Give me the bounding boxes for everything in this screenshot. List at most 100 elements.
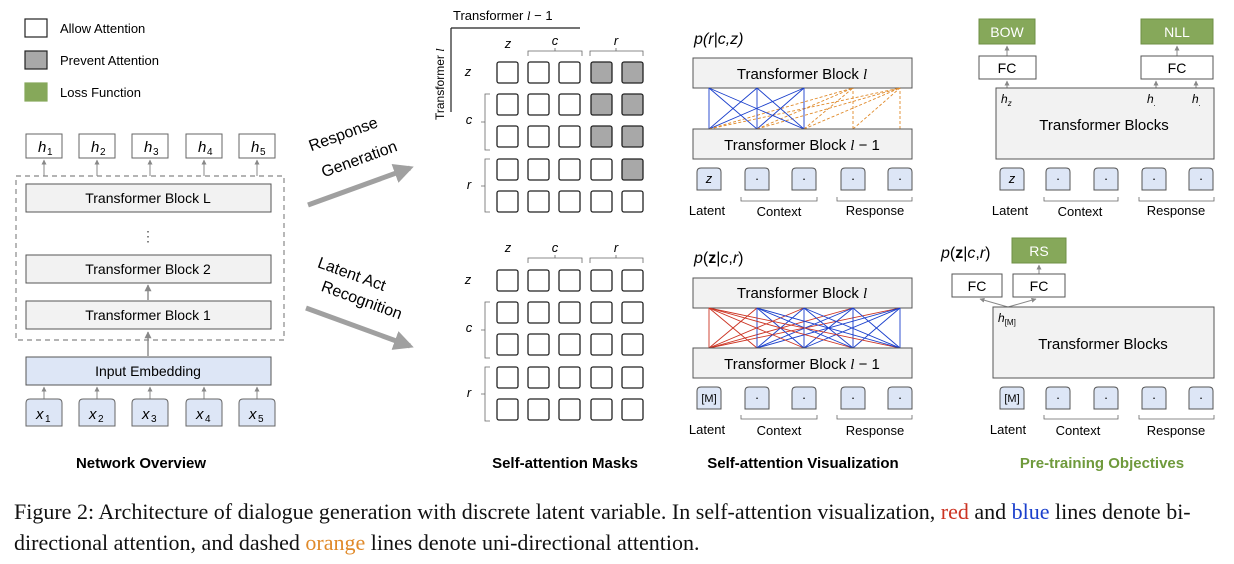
mask-cell-allow [621, 269, 644, 292]
mask-cell-allow [590, 269, 613, 292]
token-label: · [1199, 390, 1203, 405]
attention-line [708, 307, 901, 349]
vis-top-latent-label: Latent [689, 203, 726, 218]
attention-line [708, 307, 805, 349]
mask-cell-allow [558, 269, 581, 292]
mask-cell-allow [558, 125, 581, 148]
token-box [696, 167, 722, 191]
fc-nll [1140, 55, 1214, 80]
self-attention-masks: Transformer l − 1 Transformer l z c r z … [433, 8, 644, 472]
mask-cell-allow [527, 269, 550, 292]
mask-top-grid [496, 61, 644, 213]
legend-allow-label: Allow Attention [60, 21, 145, 36]
fc-rs-label: FC [1030, 278, 1049, 294]
caption-part-3: lines denote bi-directional attention, a… [14, 499, 1191, 555]
pretrain-top-tokens: z···· [999, 167, 1214, 191]
attention-line [756, 307, 901, 349]
transformer-block-L [25, 183, 272, 213]
token-label: · [1152, 171, 1156, 186]
attention-line [708, 87, 805, 130]
token-label: z [1008, 171, 1016, 186]
latent-act-recognition-arrow [305, 305, 414, 350]
attention-line [708, 87, 758, 130]
token-box [887, 386, 913, 410]
hz-label: hz [1001, 92, 1012, 108]
vis-top-block-l1 [692, 128, 913, 160]
mask-cell-allow [527, 366, 550, 389]
mask-top-col-c: c [552, 33, 559, 48]
mask-cell-allow [558, 190, 581, 213]
fc-latent-label: FC [968, 278, 987, 294]
attention-line [852, 87, 901, 130]
token-label: [M] [1004, 393, 1019, 405]
mask-cell-allow [527, 333, 550, 356]
token-label: · [1056, 171, 1060, 186]
mask-top-col-r: r [614, 33, 619, 48]
token-label: · [851, 171, 855, 186]
ellipsis: ⋮ [141, 228, 155, 244]
attention-line [756, 87, 854, 130]
mask-cell-prevent [621, 158, 644, 181]
svg-text:h: h [38, 139, 46, 156]
mask-cell-allow [590, 366, 613, 389]
mask-cell-allow [621, 366, 644, 389]
fc-nll-label: FC [1168, 60, 1187, 76]
svg-text:5: 5 [260, 147, 266, 158]
attention-line [803, 307, 901, 349]
mask-cell-allow [496, 333, 519, 356]
mask-cell-allow [558, 398, 581, 421]
token-label: · [802, 171, 806, 186]
mask-cell-allow [590, 333, 613, 356]
legend: Allow Attention Prevent Attention Loss F… [24, 18, 159, 102]
token-label: · [1152, 390, 1156, 405]
svg-text:x: x [35, 406, 44, 423]
token-box [1045, 386, 1071, 410]
mask-cell-allow [527, 190, 550, 213]
token-box [840, 386, 866, 410]
figure-caption: Figure 2: Architecture of dialogue gener… [14, 496, 1226, 558]
loss-function-swatch [24, 82, 48, 102]
pretrain-bottom-blocks-label: Transformer Blocks [1038, 336, 1167, 353]
transformer-block-1-label: Transformer Block 1 [85, 307, 211, 323]
token-label: · [1056, 390, 1060, 405]
mask-cell-allow [496, 398, 519, 421]
svg-text:3: 3 [153, 147, 159, 158]
mask-cell-prevent [621, 61, 644, 84]
svg-text:h: h [251, 139, 259, 156]
attention-line [756, 87, 805, 130]
caption-part-4: lines denote uni-directional attention. [365, 530, 700, 555]
mask-bottom-col-c: c [552, 240, 559, 255]
mask-cell-allow [496, 301, 519, 324]
svg-text:5: 5 [258, 414, 264, 425]
mask-cell-prevent [590, 93, 613, 116]
svg-text:4: 4 [205, 414, 211, 425]
svg-text:1: 1 [45, 414, 51, 425]
svg-text:1: 1 [47, 147, 53, 158]
vis-top-attention-lines [708, 87, 901, 130]
vis-top-block-l1-label: Transformer Block l − 1 [724, 137, 880, 154]
vis-top-block-l [692, 57, 913, 89]
svg-text:x: x [88, 406, 97, 423]
masks-title: Self-attention Masks [492, 455, 638, 472]
mask-cell-allow [527, 61, 550, 84]
pretrain-bottom-tokens: [M]···· [999, 386, 1214, 410]
vis-top-formula: p(r|c,z) [693, 31, 743, 48]
pretrain-bottom-blocks [992, 306, 1215, 379]
mask-cell-allow [496, 93, 519, 116]
pre-top-context-label: Context [1058, 204, 1103, 219]
svg-text:2: 2 [100, 147, 106, 158]
mask-cell-allow [621, 301, 644, 324]
svg-text:3: 3 [151, 414, 157, 425]
mask-cell-allow [527, 93, 550, 116]
mask-cell-allow [590, 190, 613, 213]
svg-text:h: h [91, 139, 99, 156]
hdot-label-2: h. [1192, 92, 1201, 108]
vis-top-tokens: z···· [696, 167, 913, 191]
mask-cell-allow [558, 333, 581, 356]
legend-loss-label: Loss Function [60, 85, 141, 100]
transformer-block-1 [25, 300, 272, 330]
